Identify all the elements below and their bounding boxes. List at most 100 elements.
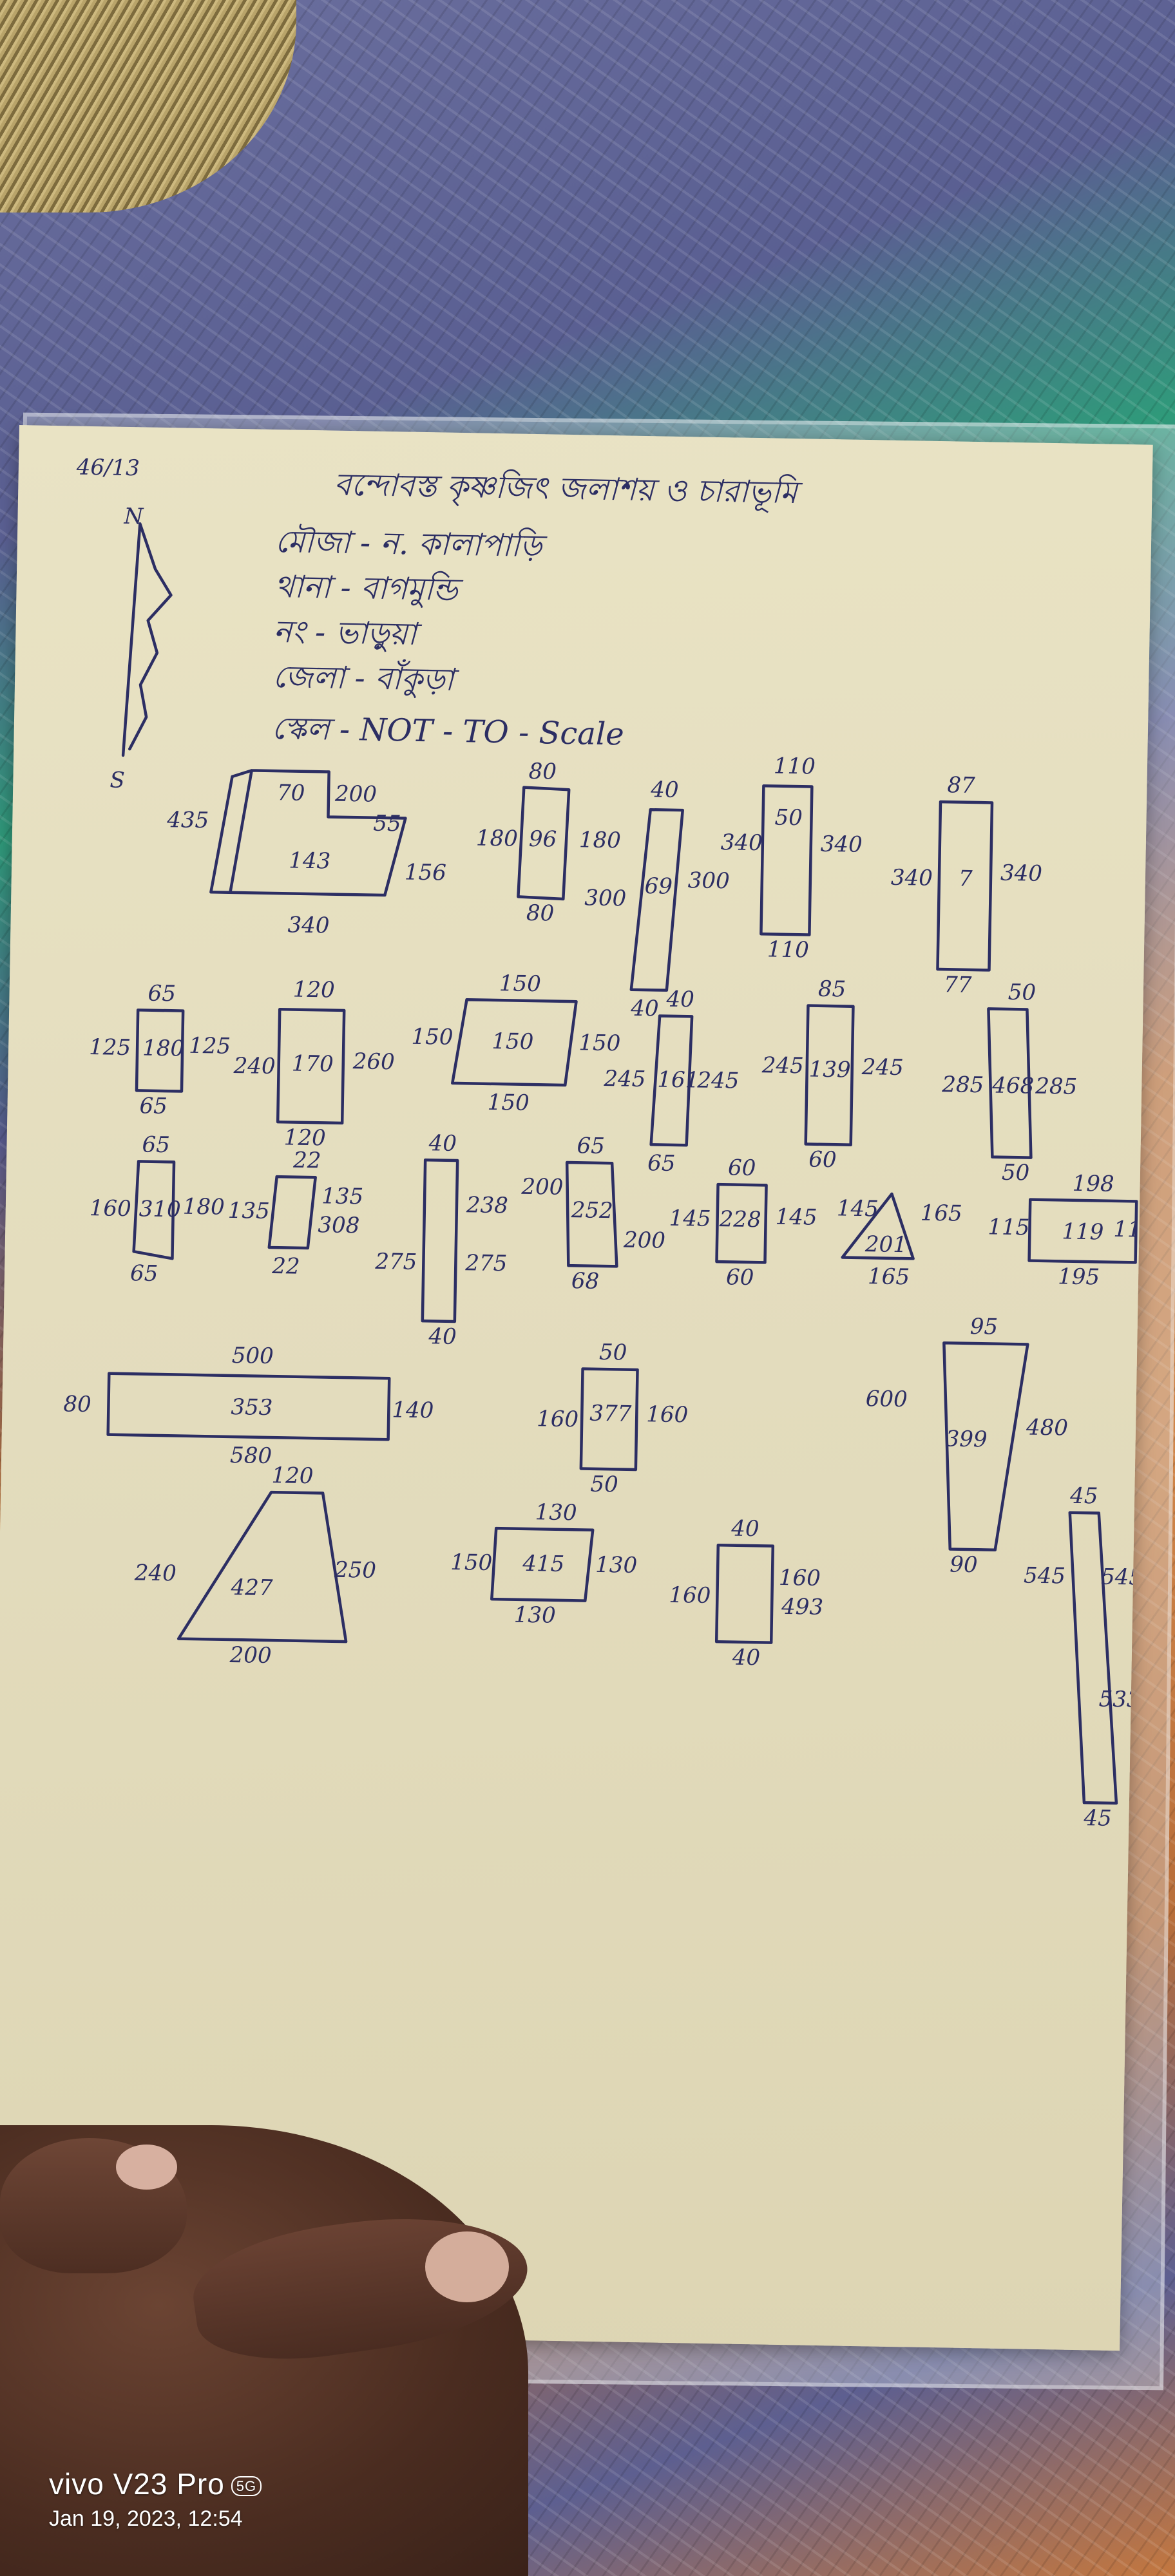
svg-text:245: 245 <box>603 1066 646 1092</box>
svg-text:S: S <box>110 768 125 793</box>
svg-text:201: 201 <box>865 1231 908 1258</box>
camera-watermark: vivo V23 Pro 5G Jan 19, 2023, 12:54 <box>49 2467 262 2532</box>
svg-text:96: 96 <box>529 826 557 853</box>
svg-text:165: 165 <box>868 1264 910 1290</box>
svg-text:340: 340 <box>820 831 863 858</box>
svg-text:50: 50 <box>1008 980 1036 1006</box>
svg-text:160: 160 <box>646 1401 689 1428</box>
svg-text:40: 40 <box>630 996 659 1022</box>
sketch-canvas: 46/13 N S বন্দোবস্ত কৃষ্ণজিৎ জলাশয় ও চা… <box>63 455 1153 1832</box>
svg-text:130: 130 <box>535 1499 577 1526</box>
plot-161: 40 245 245 65 161 <box>603 987 740 1177</box>
svg-text:60: 60 <box>726 1264 754 1291</box>
svg-text:340: 340 <box>891 865 933 891</box>
svg-text:120: 120 <box>292 977 335 1003</box>
svg-text:340: 340 <box>1000 860 1043 887</box>
svg-text:150: 150 <box>499 971 542 997</box>
svg-text:50: 50 <box>1002 1160 1030 1186</box>
svg-text:145: 145 <box>837 1195 879 1222</box>
svg-text:468: 468 <box>991 1073 1035 1099</box>
svg-text:435: 435 <box>166 807 209 833</box>
plot-143: 70 200 55 156 340 435 143 <box>166 769 447 939</box>
svg-text:135: 135 <box>227 1198 270 1224</box>
svg-text:198: 198 <box>1072 1171 1114 1197</box>
svg-text:600: 600 <box>865 1386 908 1412</box>
svg-text:120: 120 <box>271 1463 314 1489</box>
svg-text:275: 275 <box>374 1249 417 1275</box>
svg-text:285: 285 <box>1035 1074 1078 1100</box>
svg-text:143: 143 <box>289 848 331 874</box>
hand-drawn-plot-sheet: 46/13 N S বন্দোবস্ত কৃষ্ণজিৎ জলাশয় ও চা… <box>0 425 1153 2351</box>
svg-text:150: 150 <box>487 1090 530 1116</box>
north-arrow-icon: N S <box>110 504 173 793</box>
svg-text:399: 399 <box>945 1426 988 1452</box>
svg-text:165: 165 <box>921 1200 963 1227</box>
svg-text:N: N <box>123 504 144 530</box>
svg-text:65: 65 <box>139 1093 167 1119</box>
plot-415: 130 150 130 130 415 <box>450 1499 638 1629</box>
svg-text:150: 150 <box>411 1024 454 1050</box>
svg-text:140: 140 <box>392 1397 434 1423</box>
svg-text:50: 50 <box>599 1340 627 1366</box>
svg-text:160: 160 <box>89 1195 131 1222</box>
svg-text:150: 150 <box>578 1030 621 1056</box>
svg-text:377: 377 <box>589 1401 632 1427</box>
svg-text:40: 40 <box>428 1130 457 1157</box>
photo-timestamp: Jan 19, 2023, 12:54 <box>49 2506 243 2531</box>
svg-text:156: 156 <box>405 860 447 886</box>
plot-493: 40 160 160 40 493 <box>669 1516 823 1671</box>
svg-text:250: 250 <box>334 1557 377 1584</box>
svg-text:45: 45 <box>1069 1483 1098 1510</box>
svg-text:200: 200 <box>623 1227 666 1254</box>
plot-399: 95 600 480 90 399 <box>865 1314 1068 1578</box>
svg-text:40: 40 <box>428 1323 457 1350</box>
svg-text:মৌজা - ন. কালাপাড়ি: মৌজা - ন. কালাপাড়ি <box>274 523 548 564</box>
svg-text:238: 238 <box>466 1192 509 1218</box>
svg-text:90: 90 <box>950 1551 978 1578</box>
svg-text:68: 68 <box>571 1268 600 1294</box>
svg-text:স্কেল - NOT - TO - Scale: স্কেল - NOT - TO - Scale <box>271 710 624 753</box>
svg-text:40: 40 <box>650 777 679 803</box>
svg-text:87: 87 <box>947 772 975 799</box>
svg-text:65: 65 <box>148 981 176 1007</box>
plot-119: 198 115 115 195 119 <box>988 1171 1153 1291</box>
svg-text:500: 500 <box>231 1343 274 1369</box>
svg-text:195: 195 <box>1058 1264 1100 1290</box>
network-badge: 5G <box>231 2476 262 2496</box>
svg-text:77: 77 <box>944 972 972 998</box>
svg-text:415: 415 <box>522 1551 565 1577</box>
svg-text:22: 22 <box>271 1253 300 1280</box>
plot-377: 50 160 160 50 377 <box>537 1340 689 1498</box>
svg-text:180: 180 <box>579 827 622 853</box>
svg-text:245: 245 <box>761 1052 804 1079</box>
svg-text:125: 125 <box>189 1033 231 1059</box>
svg-text:85: 85 <box>818 976 846 1003</box>
svg-text:340: 340 <box>287 912 330 938</box>
plot-180: 65 125 125 65 180 <box>89 981 231 1120</box>
svg-text:80: 80 <box>528 759 557 785</box>
svg-text:70: 70 <box>277 780 305 806</box>
plot-96: 80 180 180 80 96 <box>476 759 622 927</box>
svg-text:160: 160 <box>537 1406 579 1432</box>
svg-text:119: 119 <box>1062 1218 1104 1245</box>
svg-text:50: 50 <box>590 1472 618 1498</box>
svg-text:120: 120 <box>283 1124 326 1151</box>
svg-text:150: 150 <box>492 1028 534 1055</box>
svg-text:245: 245 <box>696 1068 740 1094</box>
svg-text:জেলা - বাঁকুড়া: জেলা - বাঁকুড়া <box>272 657 460 699</box>
svg-text:308: 308 <box>318 1212 360 1238</box>
svg-text:40: 40 <box>731 1645 760 1671</box>
svg-text:60: 60 <box>808 1147 837 1173</box>
svg-text:নং - ভাড়ুয়া: নং - ভাড়ুয়া <box>273 614 423 653</box>
svg-text:180: 180 <box>183 1194 225 1220</box>
plot-50: 110 340 340 110 50 <box>721 753 863 963</box>
camera-brand: vivo V23 Pro <box>49 2467 225 2501</box>
svg-text:300: 300 <box>584 885 627 911</box>
svg-text:285: 285 <box>941 1072 984 1098</box>
svg-text:161: 161 <box>657 1066 700 1093</box>
svg-text:200: 200 <box>229 1642 272 1669</box>
svg-text:353: 353 <box>231 1394 273 1421</box>
svg-text:125: 125 <box>89 1034 131 1061</box>
svg-text:থানা - বাগমুন্ডি: থানা - বাগমুন্ডি <box>274 568 464 609</box>
plot-139: 85 245 245 60 139 <box>761 976 904 1173</box>
